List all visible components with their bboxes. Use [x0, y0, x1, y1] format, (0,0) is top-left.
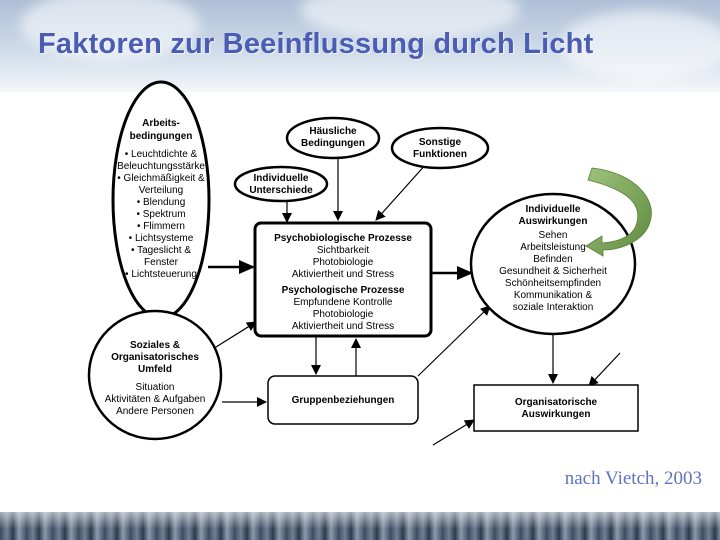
- node-soziales-umfeld: Soziales & Organisatorisches Umfeld Situ…: [87, 309, 223, 441]
- arbeitsbedingungen-line: • Lichtsysteme: [129, 233, 194, 244]
- arbeitsbedingungen-line: • Lichtsteuerung: [125, 269, 197, 280]
- slide-title: Faktoren zur Beeinflussung durch Licht: [38, 28, 594, 60]
- psychobiologische-line: Aktiviertheit und Stress: [292, 269, 394, 280]
- psychologische-line: Empfundene Kontrolle: [294, 297, 393, 308]
- auswirkungen-line: Arbeitsleistung: [520, 242, 586, 253]
- soziales-title-3: Umfeld: [138, 364, 172, 375]
- soziales-line: Andere Personen: [116, 406, 194, 417]
- citation: nach Vietch, 2003: [564, 468, 702, 489]
- arbeitsbedingungen-line: Verteilung: [139, 185, 183, 196]
- arbeitsbedingungen-line: • Tageslicht &: [131, 245, 191, 256]
- auswirkungen-line: Sehen: [539, 230, 568, 241]
- node-gruppenbeziehungen: Gruppenbeziehungen: [267, 375, 419, 425]
- auswirkungen-line: Befinden: [533, 254, 572, 265]
- node-sonstige-funktionen: Sonstige Funktionen: [390, 126, 490, 170]
- gruppenbeziehungen-title: Gruppenbeziehungen: [292, 395, 395, 406]
- unterschiede-title-1: Individuelle: [253, 173, 308, 184]
- soziales-title-2: Organisatorisches: [111, 352, 199, 363]
- psychobiologische-line: Sichtbarkeit: [317, 245, 369, 256]
- psychologische-line: Aktiviertheit und Stress: [292, 321, 394, 332]
- arbeitsbedingungen-line: Beleuchtungsstärke: [117, 161, 205, 172]
- node-haeusliche-bedingungen: Häusliche Bedingungen: [285, 116, 381, 160]
- psychobiologische-line: Photobiologie: [313, 257, 374, 268]
- auswirkungen-line: Gesundheit & Sicherheit: [499, 266, 607, 277]
- sonstige-title-1: Sonstige: [419, 137, 462, 148]
- haeusliche-title-1: Häusliche: [309, 126, 357, 137]
- auswirkungen-line: soziale Interaktion: [513, 302, 594, 313]
- node-organisatorische-auswirkungen: Organisatorische Auswirkungen: [473, 384, 639, 432]
- psychobiologische-title: Psychobiologische Prozesse: [274, 233, 412, 244]
- organisatorische-title-1: Organisatorische: [515, 397, 598, 408]
- sonstige-title-2: Funktionen: [413, 149, 467, 160]
- header-background: [0, 0, 720, 92]
- auswirkungen-title-2: Auswirkungen: [519, 216, 588, 227]
- arbeitsbedingungen-line: • Leuchtdichte &: [125, 149, 198, 160]
- soziales-title-1: Soziales &: [130, 340, 180, 351]
- auswirkungen-title-1: Individuelle: [525, 204, 580, 215]
- curved-arrow-icon: [585, 167, 652, 257]
- arbeitsbedingungen-title-1: Arbeits-: [142, 118, 180, 129]
- auswirkungen-line: Kommunikation &: [514, 290, 593, 301]
- soziales-line: Situation: [136, 382, 175, 393]
- unterschiede-title-2: Unterschiede: [249, 185, 313, 196]
- arbeitsbedingungen-line: • Flimmern: [137, 221, 185, 232]
- arrow-sonstige-to-prozesse: [375, 162, 428, 221]
- arrow-from-bottom-left: [432, 419, 475, 446]
- arrow-in-to-organisatorische: [588, 352, 621, 387]
- arbeitsbedingungen-line: • Spektrum: [136, 209, 185, 220]
- node-individuelle-auswirkungen: Individuelle Auswirkungen Sehen Arbeitsl…: [469, 192, 637, 336]
- node-arbeitsbedingungen: Arbeits- bedingungen • Leuchtdichte & Be…: [111, 80, 211, 320]
- connectors: [207, 156, 621, 446]
- psychologische-line: Photobiologie: [313, 309, 374, 320]
- arbeitsbedingungen-line: • Gleichmäßigkeit &: [117, 173, 205, 184]
- footer-background: [0, 512, 720, 540]
- haeusliche-title-2: Bedingungen: [301, 138, 365, 149]
- arbeitsbedingungen-title-2: bedingungen: [130, 131, 193, 142]
- arbeitsbedingungen-line: Fenster: [144, 257, 179, 268]
- arbeitsbedingungen-line: • Blendung: [137, 197, 186, 208]
- psychologische-title: Psychologische Prozesse: [282, 285, 405, 296]
- auswirkungen-line: Schönheitsempfinden: [505, 278, 601, 289]
- arrow-soziales-to-prozesse: [207, 321, 257, 353]
- soziales-line: Aktivitäten & Aufgaben: [105, 394, 206, 405]
- organisatorische-title-2: Auswirkungen: [522, 409, 591, 420]
- arrow-gruppen-to-auswirkungen: [417, 305, 491, 377]
- node-prozesse: Psychobiologische Prozesse Sichtbarkeit …: [253, 221, 433, 338]
- node-individuelle-unterschiede: Individuelle Unterschiede: [233, 165, 329, 203]
